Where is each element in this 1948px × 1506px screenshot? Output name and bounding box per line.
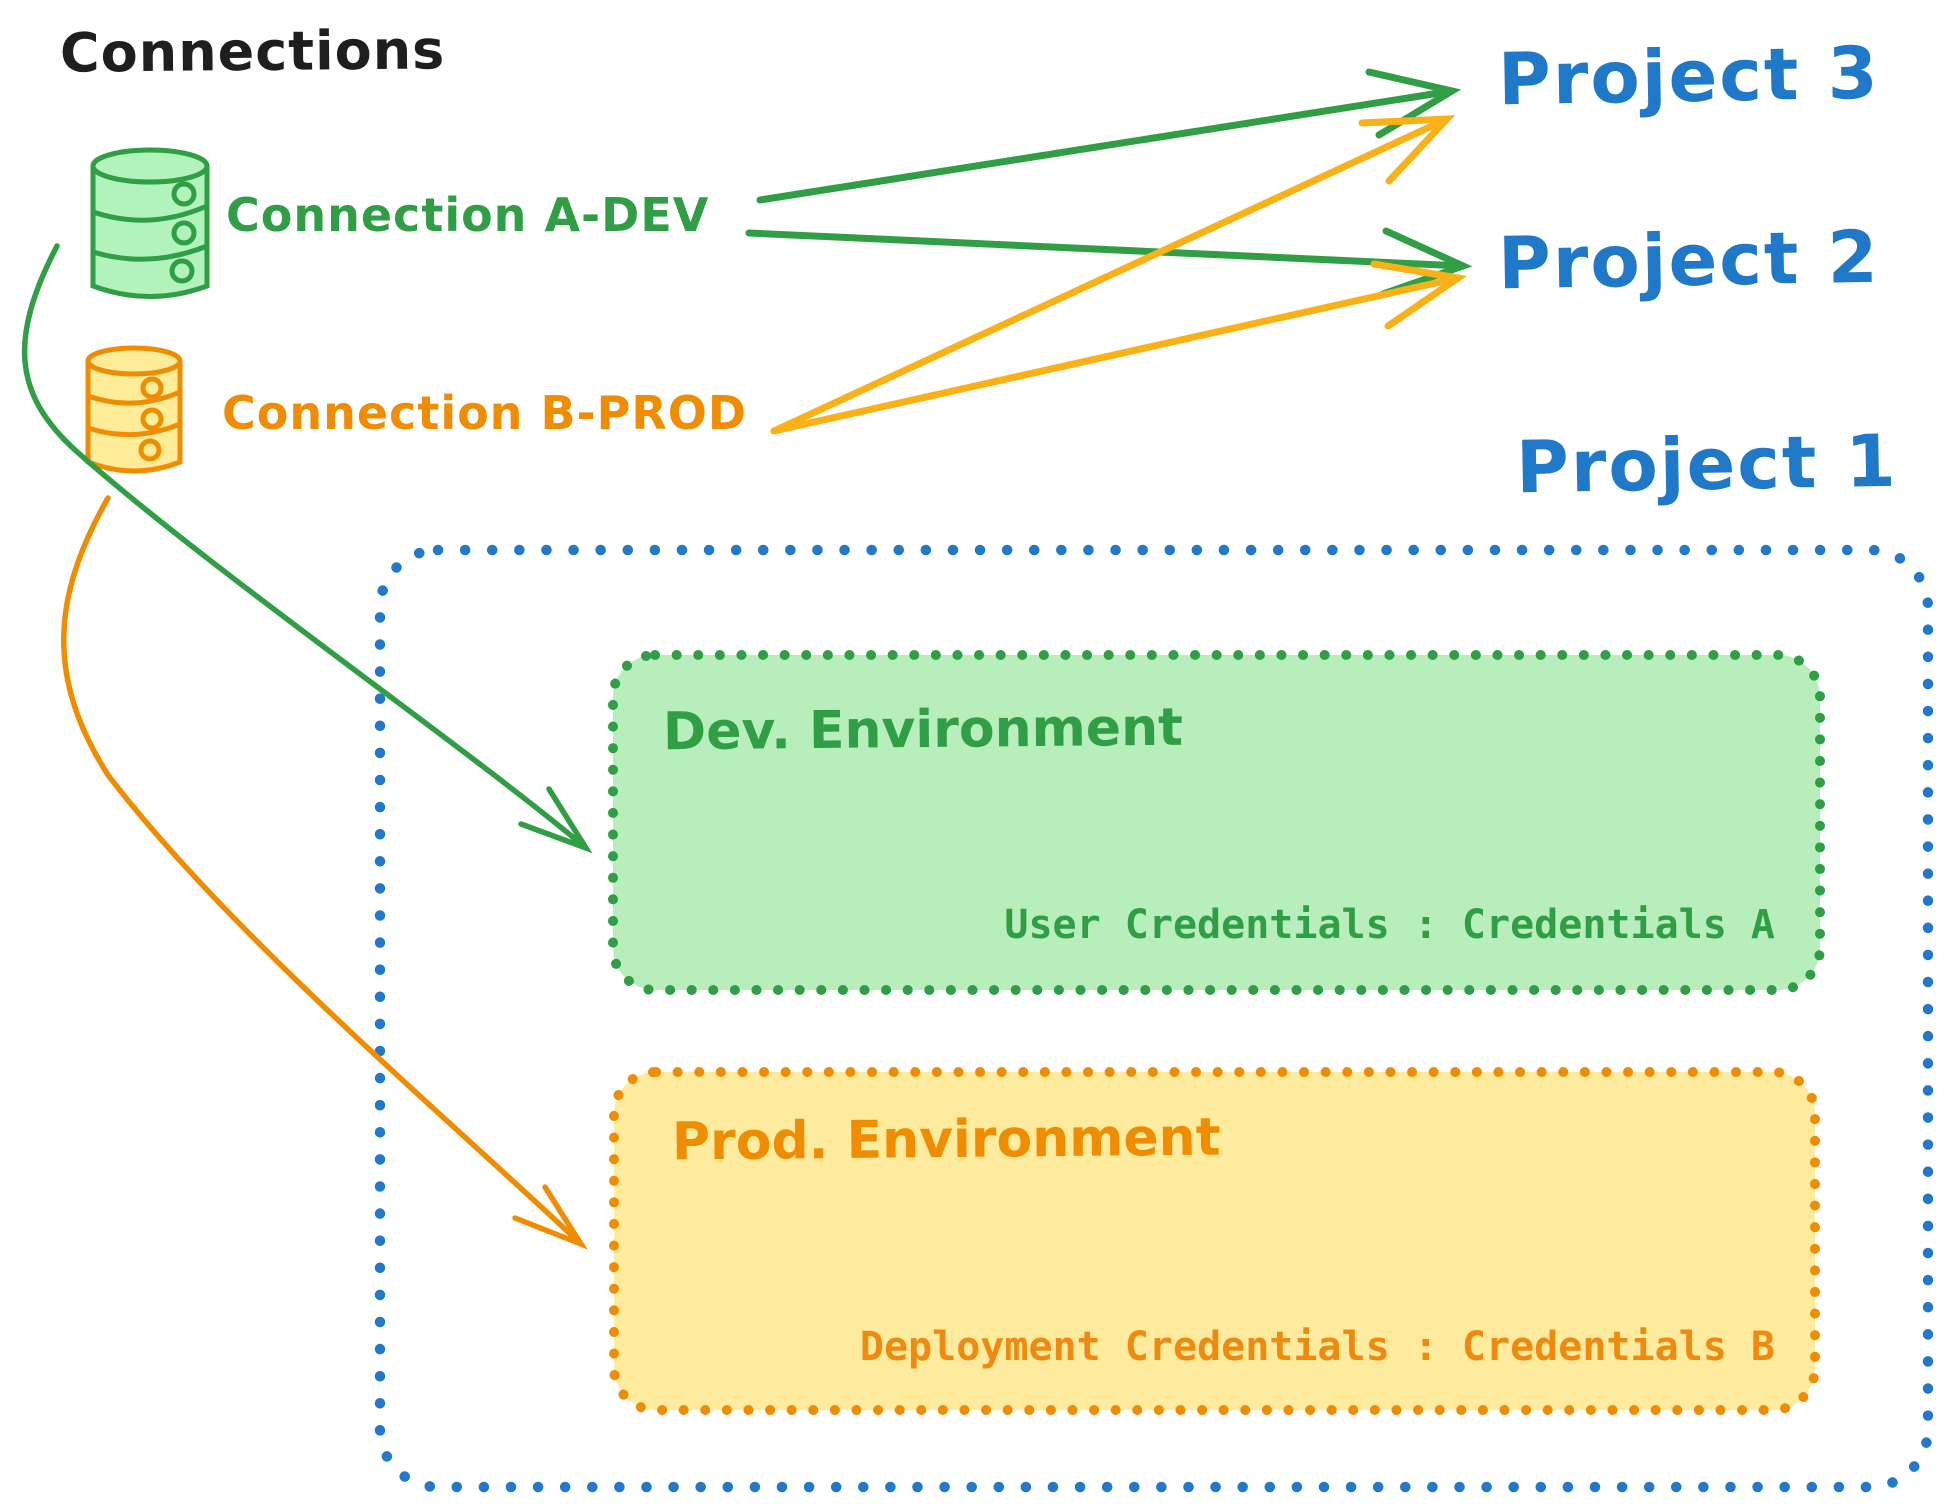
prod-environment-box (609, 1067, 1820, 1415)
dev-environment-credentials: User Credentials : Credentials A (1004, 902, 1775, 948)
dev-environment-title: Dev. Environment (662, 697, 1184, 763)
connection-a-dev-label: Connection A-DEV (226, 188, 710, 242)
prod-environment-title: Prod. Environment (671, 1107, 1221, 1173)
dev-environment-box (608, 650, 1825, 995)
project-1-label: Project 1 (1515, 418, 1899, 510)
project-2-label: Project 2 (1497, 214, 1881, 306)
arrow-adev-to-project2 (745, 227, 1473, 298)
database-icon-prod (85, 345, 183, 474)
project1-boundary-box (374, 544, 1934, 1493)
arrow-adev-to-dev-environment (21, 243, 593, 854)
project-3-label: Project 3 (1497, 30, 1881, 122)
prod-environment-credentials: Deployment Credentials : Credentials B (859, 1324, 1775, 1370)
arrow-adev-to-project3 (756, 68, 1462, 204)
arrow-bprod-to-project3 (770, 115, 1456, 435)
connections-title: Connections (59, 18, 446, 85)
connection-b-prod-label: Connection B-PROD (222, 386, 748, 440)
database-icon-dev (90, 147, 210, 299)
arrow-bprod-to-project2 (770, 260, 1468, 435)
arrow-bprod-to-prod-environment (61, 495, 588, 1250)
